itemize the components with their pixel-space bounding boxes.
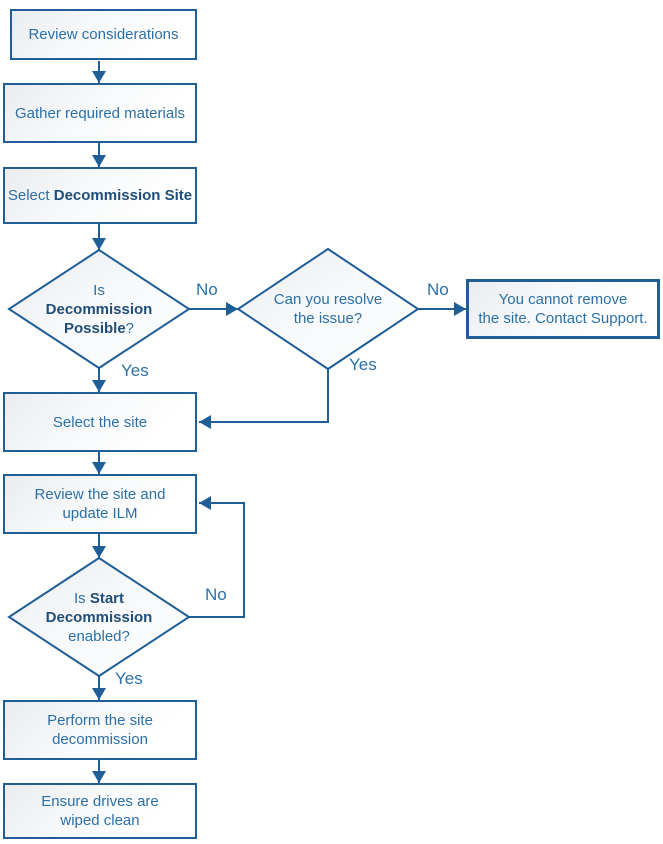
- node-text: decommission: [52, 731, 148, 748]
- node-text: wiped clean: [60, 812, 140, 829]
- node-label: Review the site and update ILM: [35, 485, 166, 523]
- node-label: Gather required materials: [15, 104, 185, 123]
- node-label: Review considerations: [28, 25, 178, 44]
- edge-label-no-2: No: [427, 280, 449, 299]
- node-select-decommission-site: Select Decommission Site: [3, 167, 197, 224]
- node-text: Review the site and: [34, 486, 166, 503]
- node-label: You cannot remove the site. Contact Supp…: [478, 290, 647, 328]
- node-text: Gather required materials: [14, 104, 186, 122]
- node-perform-decommission: Perform the site decommission: [3, 700, 197, 760]
- edge-label-no-3: No: [205, 585, 227, 604]
- arrow-no-loop-to-review-ilm: [189, 496, 245, 618]
- node-text: Perform the site: [47, 712, 153, 729]
- edge-label-yes-2: Yes: [349, 355, 377, 374]
- node-text: You cannot remove: [498, 291, 628, 308]
- node-label: Ensure drives are wiped clean: [41, 792, 159, 830]
- node-text: update ILM: [62, 505, 138, 522]
- node-review-considerations: Review considerations: [10, 9, 197, 60]
- decision-is-decommission-possible: [7, 248, 191, 370]
- node-ensure-drives-wiped: Ensure drives are wiped clean: [3, 783, 197, 839]
- decision-is-start-decommission-enabled: [7, 556, 191, 678]
- node-text: Review considerations: [28, 26, 179, 43]
- node-text: the site. Contact Support.: [478, 310, 648, 327]
- node-cannot-remove-site: You cannot remove the site. Contact Supp…: [466, 279, 660, 339]
- node-text-bold: Decommission Site: [53, 187, 193, 204]
- edge-label-yes-3: Yes: [115, 669, 143, 688]
- node-text: Ensure drives are: [41, 793, 159, 810]
- node-label: Select the site: [53, 413, 147, 432]
- node-label: Select Decommission Site: [8, 186, 192, 205]
- decision-can-you-resolve: [236, 247, 420, 371]
- node-gather-materials: Gather required materials: [3, 83, 197, 143]
- node-text-prefix: Select: [7, 187, 54, 204]
- node-review-site-update-ilm: Review the site and update ILM: [3, 474, 197, 534]
- arrow-yes-resolve-to-select-site: [199, 369, 329, 429]
- edge-label-yes-1: Yes: [121, 361, 149, 380]
- node-text: Select the site: [52, 413, 148, 431]
- edge-label-no-1: No: [196, 280, 218, 299]
- node-text: Select Decommission Site: [8, 186, 192, 205]
- node-label: Perform the site decommission: [47, 711, 153, 749]
- node-select-the-site: Select the site: [3, 392, 197, 452]
